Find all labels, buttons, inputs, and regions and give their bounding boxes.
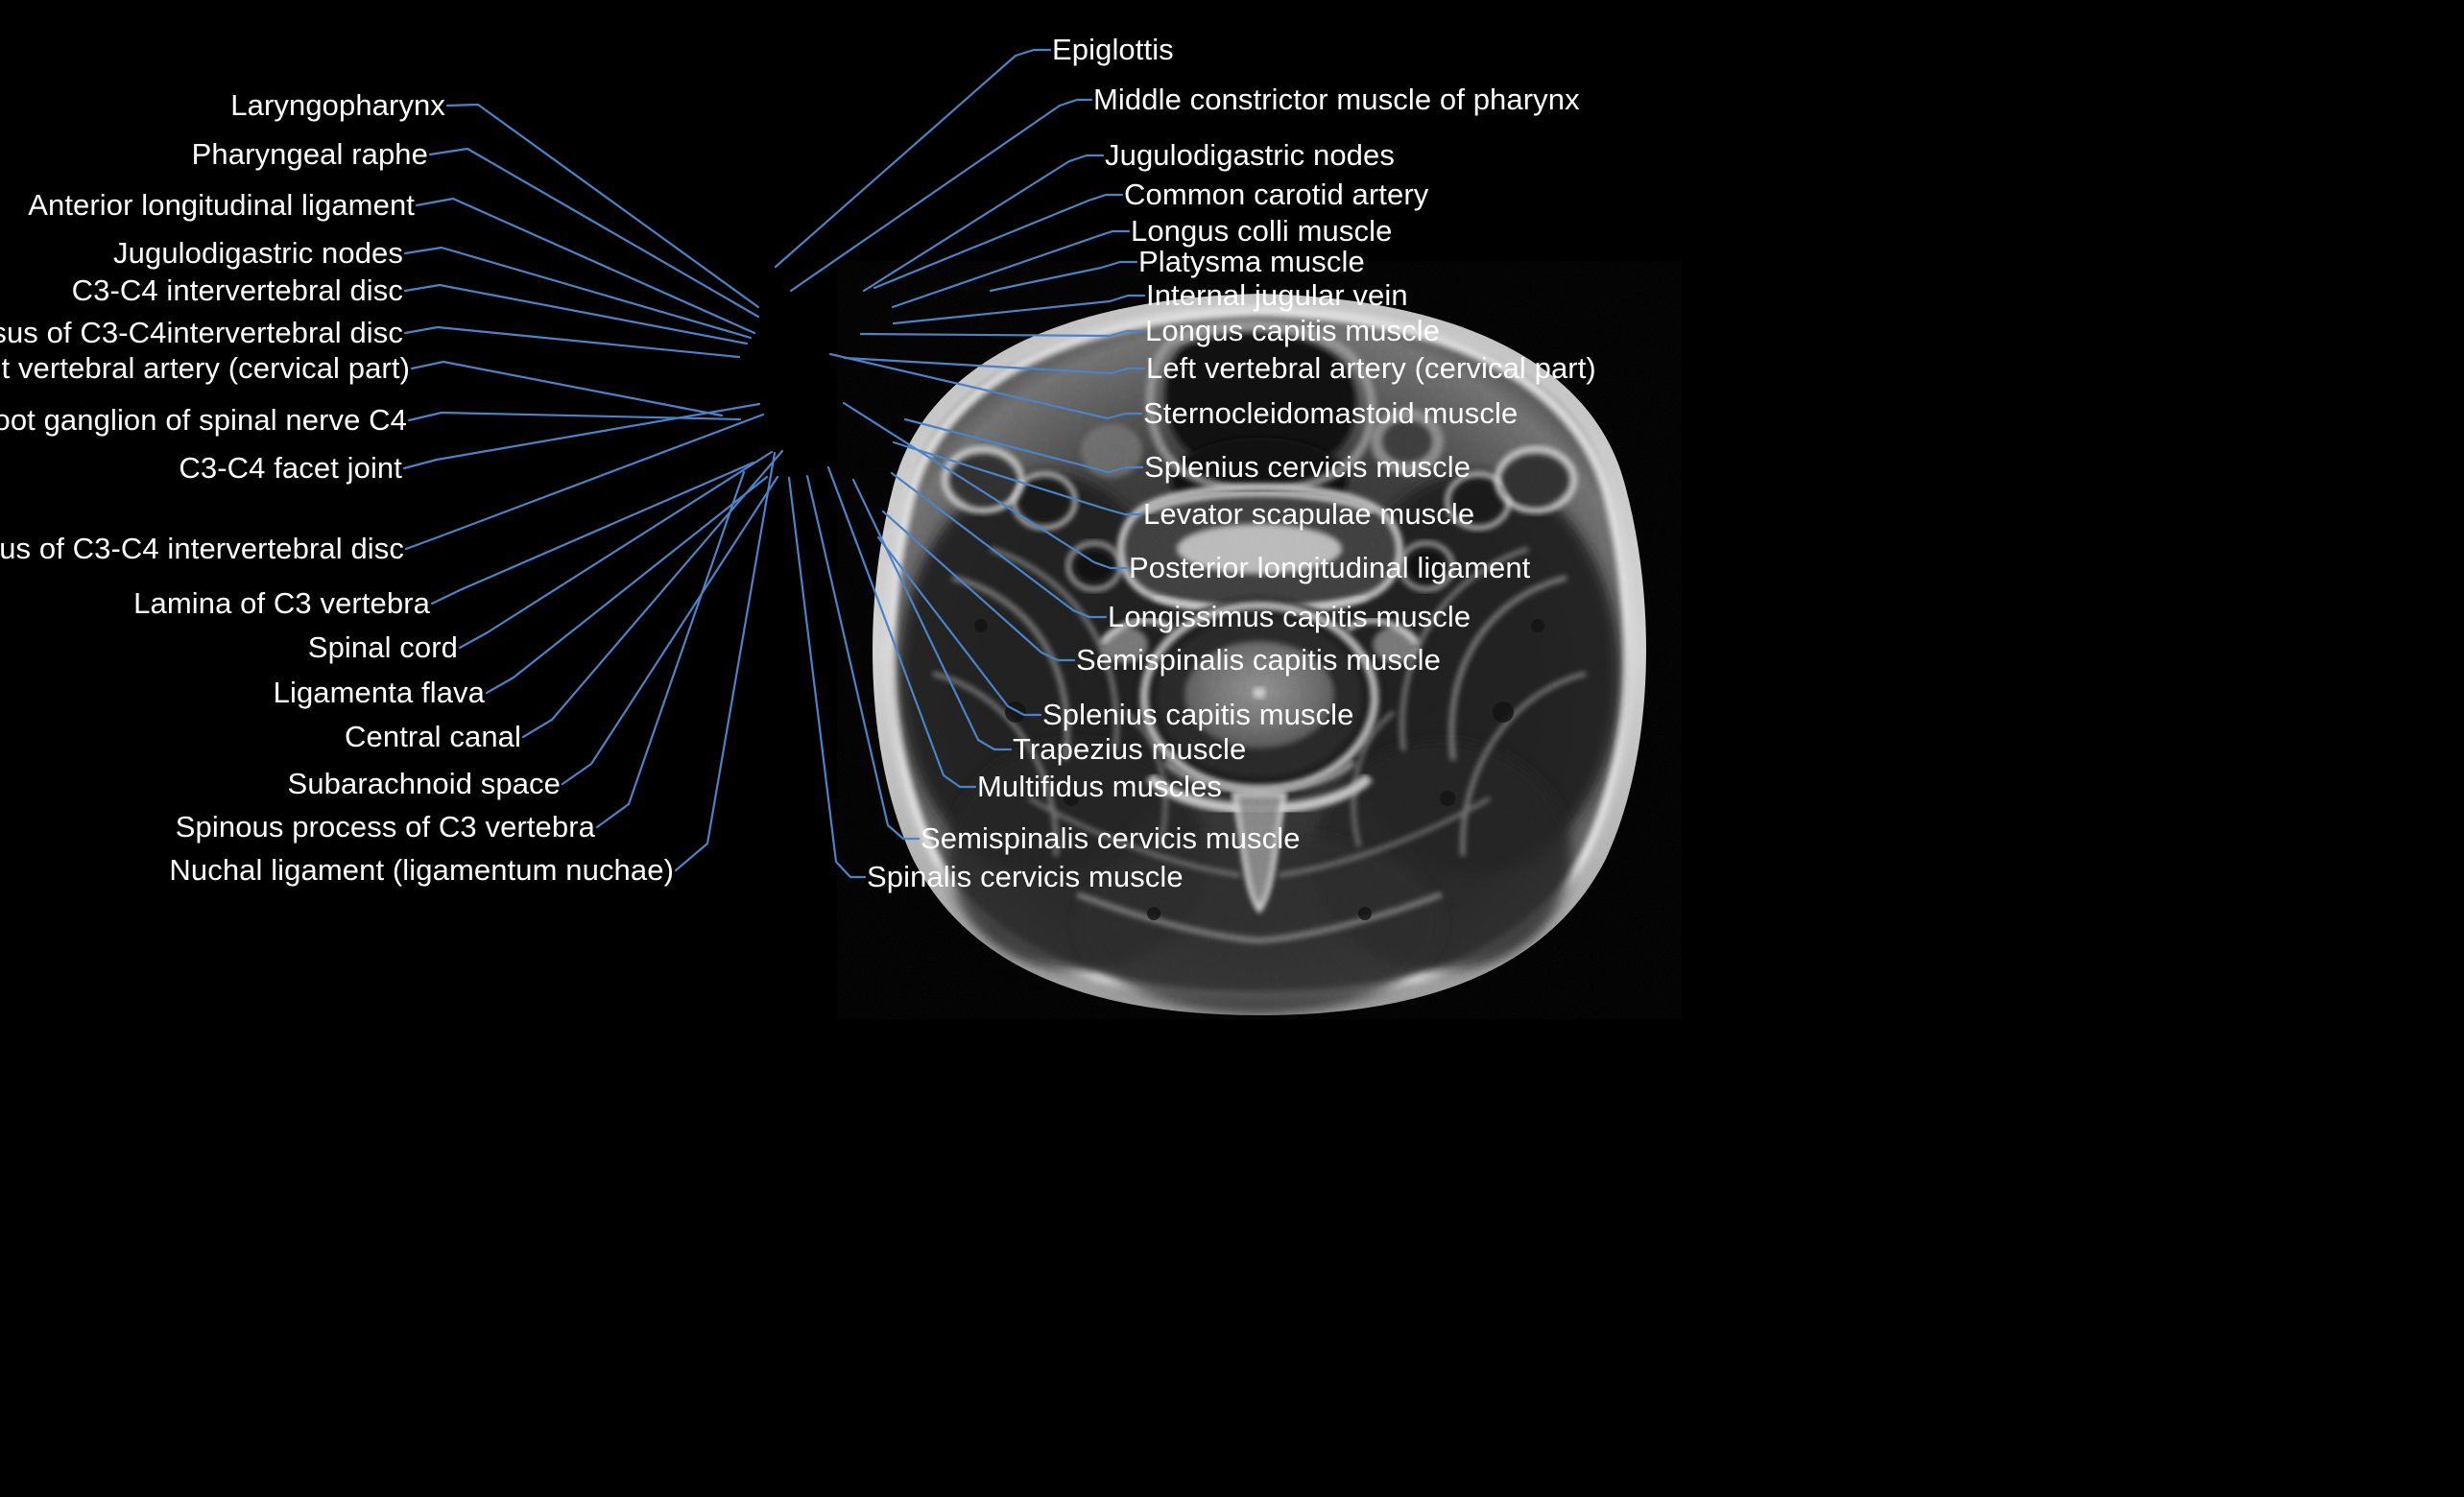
- anatomy-label: Splenius capitis muscle: [1042, 698, 1354, 731]
- anatomy-label: Platysma muscle: [1138, 245, 1365, 278]
- leader-line: [415, 197, 756, 335]
- leader-line: [402, 402, 761, 470]
- anatomy-label: Lamina of C3 vertebra: [133, 586, 430, 620]
- anatomy-label: Anulus fibrosus of C3-C4intervertebral d…: [0, 316, 403, 349]
- anatomy-label: Dorsal root ganglion of spinal nerve C4: [0, 403, 407, 437]
- anatomy-label: Right vertebral artery (cervical part): [0, 351, 410, 385]
- anatomy-label: Longus colli muscle: [1131, 214, 1393, 248]
- anatomy-label: Spinalis cervicis muscle: [867, 860, 1184, 893]
- anatomy-label: Common carotid artery: [1124, 178, 1429, 211]
- anatomy-label: Left vertebral artery (cervical part): [1146, 351, 1596, 385]
- anatomy-label: Spinous process of C3 vertebra: [175, 810, 595, 844]
- anatomy-label: Sternocleidomastoid muscle: [1143, 396, 1519, 430]
- anatomy-label: Central canal: [345, 720, 521, 753]
- anatomy-label: Pharyngeal raphe: [191, 137, 428, 171]
- anatomy-label: C3-C4 intervertebral disc: [71, 273, 403, 307]
- anatomy-label: Semispinalis capitis muscle: [1076, 643, 1441, 677]
- leader-line: [774, 48, 1052, 269]
- leader-line: [410, 360, 724, 417]
- leader-line: [404, 413, 765, 551]
- anatomy-label: Nucleus pulposus of C3-C4 intervertebral…: [0, 532, 404, 565]
- anatomy-label: Longus capitis muscle: [1145, 314, 1441, 347]
- leader-line: [674, 451, 777, 872]
- anatomy-label: Anterior longitudinal ligament: [28, 188, 415, 222]
- anatomy-label: Laryngopharynx: [230, 88, 445, 122]
- anatomy-label: C3-C4 facet joint: [179, 451, 402, 485]
- anatomy-label: Middle constrictor muscle of pharynx: [1093, 83, 1580, 116]
- anatomy-label: Trapezius muscle: [1013, 732, 1247, 766]
- leader-line: [521, 449, 784, 739]
- anatomy-label: Epiglottis: [1052, 33, 1174, 66]
- leader-line: [428, 147, 760, 319]
- anatomy-label: Ligamenta flava: [273, 676, 485, 709]
- leader-line: [430, 461, 755, 606]
- anatomy-label: Internal jugular vein: [1146, 278, 1408, 312]
- anatomy-label: Longissimus capitis muscle: [1108, 600, 1471, 633]
- anatomy-label: Spinal cord: [307, 630, 458, 664]
- anatomy-label: Multifidus muscles: [977, 770, 1223, 803]
- leader-line: [561, 475, 779, 786]
- anatomy-label: Nuchal ligament (ligamentum nuchae): [169, 853, 674, 887]
- leader-line: [407, 411, 742, 422]
- anatomy-label: Jugulodigastric nodes: [113, 236, 403, 270]
- anatomy-label: Semispinalis cervicis muscle: [921, 821, 1301, 855]
- leader-line: [485, 475, 769, 695]
- leader-line: [458, 450, 774, 650]
- leader-line: [403, 246, 753, 340]
- leader-line: [595, 470, 746, 829]
- anatomy-label: Splenius cervicis muscle: [1144, 450, 1471, 484]
- anatomy-label: Levator scapulae muscle: [1143, 497, 1475, 531]
- leader-line: [445, 103, 760, 309]
- anatomy-label: Subarachnoid space: [287, 767, 561, 800]
- anatomy-label: Posterior longitudinal ligament: [1129, 551, 1531, 584]
- leader-line: [403, 283, 749, 345]
- anatomy-label: Jugulodigastric nodes: [1105, 138, 1395, 172]
- leader-line: [403, 325, 741, 359]
